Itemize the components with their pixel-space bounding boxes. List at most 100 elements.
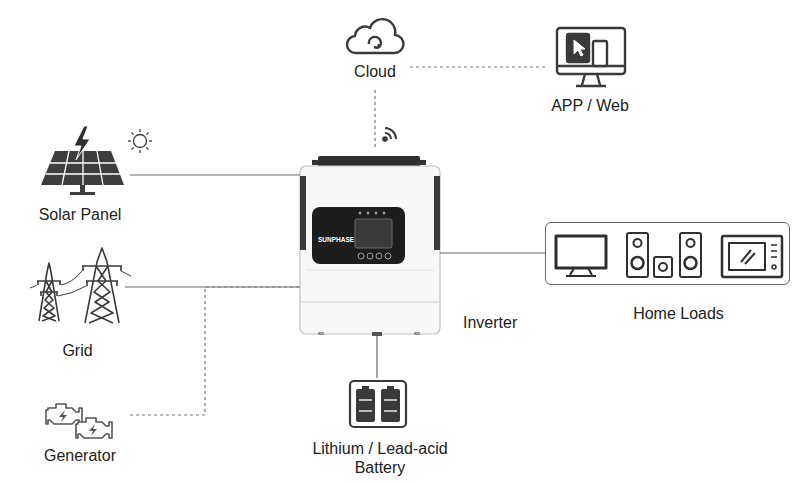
- cloud-icon-part: [374, 44, 379, 48]
- dashed-connector: [130, 287, 300, 415]
- sun-icon-part: [128, 140, 131, 141]
- inverter-body-part: [300, 166, 440, 334]
- grid-towers-icon-part: [30, 271, 131, 288]
- battery-icon-part: [350, 381, 406, 427]
- wire-connector: [376, 336, 377, 378]
- inverter-node: SUNPHASEInverter: [300, 158, 440, 336]
- grid-towers-icon-part: [38, 281, 60, 296]
- grid-towers-icon-part: [85, 248, 119, 323]
- inverter-body-part: [358, 253, 391, 259]
- solar-panel-icon-part-part: [62, 151, 69, 185]
- inverter-body-part: [359, 212, 362, 215]
- appliance-icons-part: [687, 239, 695, 247]
- node-label: Home Loads: [556, 304, 801, 323]
- generator-icon: [46, 404, 112, 438]
- battery-icon-part-part: [359, 399, 372, 400]
- sun-icon-part: [146, 133, 148, 135]
- solar-node: Solar Panel: [30, 125, 130, 230]
- sun-icon-part: [139, 150, 140, 153]
- wifi-icon: [383, 128, 396, 141]
- sun-icon: [128, 129, 152, 153]
- inverter-body-part: [312, 207, 405, 264]
- inverter-body: [300, 156, 440, 336]
- generator-icon-part-part: [89, 424, 97, 436]
- inverter-body-part: [318, 332, 324, 335]
- grid-node: Grid: [30, 248, 125, 363]
- generator-icon-part-part: [46, 404, 82, 424]
- solar-panel-icon-part: [70, 192, 95, 195]
- app-node: APP / Web: [548, 25, 632, 117]
- inverter-body-part: [414, 332, 420, 335]
- battery-icon-part: [359, 400, 397, 411]
- wifi-icon-part: [383, 137, 387, 141]
- sun-icon-part: [132, 133, 134, 135]
- appliance-icons: [556, 233, 782, 277]
- node-label: Lithium / Lead-acid Battery: [295, 439, 465, 477]
- inverter-body-part-part: [358, 253, 364, 259]
- appliance-icons-part: [566, 268, 596, 276]
- loads-box: Home Loads: [545, 222, 790, 285]
- appliance-icons-part: [556, 236, 606, 268]
- node-label: Cloud: [340, 62, 410, 81]
- sun-icon-part: [149, 140, 152, 141]
- battery-icon-part: [356, 389, 375, 422]
- cloud-icon: [347, 19, 404, 53]
- battery-node: Lithium / Lead-acid Battery: [340, 378, 420, 434]
- appliance-icons-part: [680, 233, 701, 277]
- inverter-body-part: [300, 176, 306, 250]
- inverter-body-part: [375, 212, 378, 215]
- battery-icon: [350, 381, 406, 427]
- app-icon-part: [557, 65, 625, 67]
- node-label: APP / Web: [548, 96, 632, 115]
- appliance-icons-part: [741, 250, 755, 264]
- app-icon-part: [593, 41, 607, 66]
- battery-icon-part: [362, 386, 369, 389]
- brand-text: SUNPHASE: [315, 236, 357, 244]
- inverter-body-part: [318, 156, 420, 167]
- battery-icon-part: [387, 386, 394, 389]
- wire-connector: [440, 252, 545, 253]
- battery-icon-part-part: [384, 410, 397, 411]
- wifi-icon-part: [385, 128, 396, 139]
- node-label: Generator: [30, 446, 130, 465]
- node-label: Inverter: [463, 313, 533, 332]
- battery-icon-part-part: [384, 399, 397, 400]
- solar-panel-icon-part: [74, 126, 90, 160]
- appliance-icons-part: [772, 265, 776, 269]
- wire-connector: [130, 174, 300, 175]
- grid-towers-icon-part: [42, 281, 55, 321]
- app-icon-part: [576, 74, 606, 86]
- grid-towers-icon-part: [43, 281, 56, 321]
- generator-icon-part: [76, 418, 112, 438]
- appliance-icons-part: [627, 233, 648, 277]
- solar-panel-icon-part-part: [82, 151, 83, 185]
- grid-towers-icon-part: [89, 266, 113, 323]
- solar-panel-icon: [41, 126, 124, 195]
- sun-icon-part: [132, 147, 134, 149]
- sun-icon-part: [146, 147, 148, 149]
- node-label: Solar Panel: [30, 205, 130, 224]
- app-icon-part: [567, 34, 589, 62]
- app-icon-part: [557, 28, 625, 74]
- appliance-icons-part: [729, 243, 765, 270]
- generator-icon-part-part: [59, 410, 67, 422]
- grid-towers-icon-part: [82, 266, 122, 281]
- wifi-icon-part: [385, 133, 391, 139]
- generator-node: Generator: [30, 398, 130, 470]
- app-icon: [557, 28, 625, 86]
- grid-towers-icon-part: [83, 266, 121, 286]
- appliance-icons-part: [771, 245, 777, 257]
- grid-towers-icon-part: [58, 271, 86, 296]
- appliance-icons-part: [685, 257, 697, 269]
- grid-towers-icon: [30, 248, 131, 323]
- inverter-body-part-part: [385, 253, 391, 259]
- inverter-body-part-part: [376, 253, 382, 259]
- battery-icon-part-part: [359, 410, 372, 411]
- solar-panel-icon-part: [46, 151, 120, 185]
- sun-icon-part: [139, 129, 140, 132]
- dashed-connector: [410, 66, 548, 67]
- solar-panel-icon-part: [80, 185, 85, 193]
